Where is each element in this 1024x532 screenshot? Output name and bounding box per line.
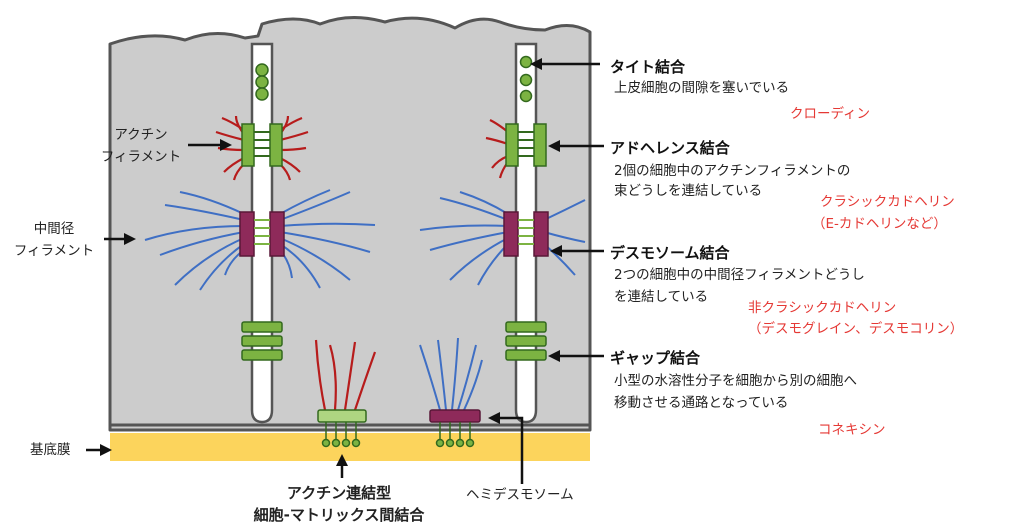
actin-filament-label-line2: フィラメント: [100, 149, 182, 165]
arrow-icon: [530, 58, 600, 70]
desmosome-right: [503, 211, 549, 257]
desmosome-title: デスモソーム結合: [610, 244, 730, 262]
tight-junction-title: タイト結合: [610, 58, 686, 76]
desmosome-desc-1: 2つの細胞中の中間径フィラメントどうし: [614, 267, 865, 283]
arrow-icon: [548, 140, 604, 152]
tight-junction-left: [255, 63, 269, 101]
gap-junction-right: [505, 321, 547, 361]
adherens-junction-desc-1: 2個の細胞中のアクチンフィラメントの: [614, 163, 851, 179]
adherens-junction-right: [505, 123, 547, 167]
gap-junction-desc-1: 小型の水溶性分子を細胞から別の細胞へ: [614, 373, 857, 389]
tight-junction-protein: クローディン: [790, 106, 871, 122]
arrow-icon: [86, 444, 112, 456]
gap-junction-title: ギャップ結合: [610, 349, 701, 367]
adherens-junction-left: [241, 123, 283, 167]
desmosome-desc-2: を連結している: [614, 289, 709, 305]
actin-matrix-junction-label-line2: 細胞-マトリックス間結合: [253, 506, 425, 524]
hemidesmosome-plaque: [429, 409, 481, 423]
arrow-icon: [550, 245, 604, 257]
arrow-icon: [104, 233, 136, 245]
hemidesmosome-label: ヘミデスモソーム: [466, 487, 574, 503]
arrow-icon: [336, 454, 348, 478]
adherens-junction-desc-2: 束どうしを連結している: [614, 183, 763, 199]
adherens-junction-protein-1: クラシックカドヘリン: [820, 194, 955, 210]
integrins-actin: [321, 422, 361, 448]
tight-junction-desc: 上皮細胞の間隙を塞いでいる: [614, 80, 790, 96]
desmosome-protein-2: （デスモグレイン、デスモコリン）: [748, 321, 964, 337]
intermediate-filament-label: 中間径 フィラメント: [4, 218, 104, 262]
arrow-icon: [548, 350, 604, 362]
gap-junction-left: [241, 321, 283, 361]
adherens-junction-title: アドヘレンス結合: [610, 139, 730, 157]
arrow-icon: [188, 139, 232, 151]
gap-junction-protein: コネキシン: [818, 422, 886, 438]
actin-matrix-plaque: [317, 409, 367, 423]
intermediate-filament-label-line2: フィラメント: [13, 243, 95, 259]
adherens-junction-protein-2: （E-カドヘリンなど）: [812, 216, 947, 232]
integrins-hemidesmosome: [435, 422, 475, 448]
actin-filament-label: アクチン フィラメント: [96, 124, 186, 168]
actin-filament-label-line1: アクチン: [114, 127, 168, 143]
hemidesmosome-filaments: [419, 337, 483, 411]
intermediate-filament-label-line1: 中間径: [33, 221, 75, 237]
actin-matrix-filaments: [314, 339, 377, 411]
basement-membrane: [110, 433, 590, 461]
actin-matrix-junction-label: アクチン連結型 細胞-マトリックス間結合: [208, 482, 470, 526]
desmosome-left: [239, 211, 285, 257]
tight-junction-right: [519, 55, 533, 103]
actin-matrix-junction-label-line1: アクチン連結型: [286, 484, 392, 502]
basement-membrane-label: 基底膜: [30, 442, 71, 458]
arrow-icon: [488, 412, 524, 484]
gap-junction-desc-2: 移動させる通路となっている: [614, 395, 789, 411]
desmosome-protein-1: 非クラシックカドヘリン: [748, 300, 897, 316]
